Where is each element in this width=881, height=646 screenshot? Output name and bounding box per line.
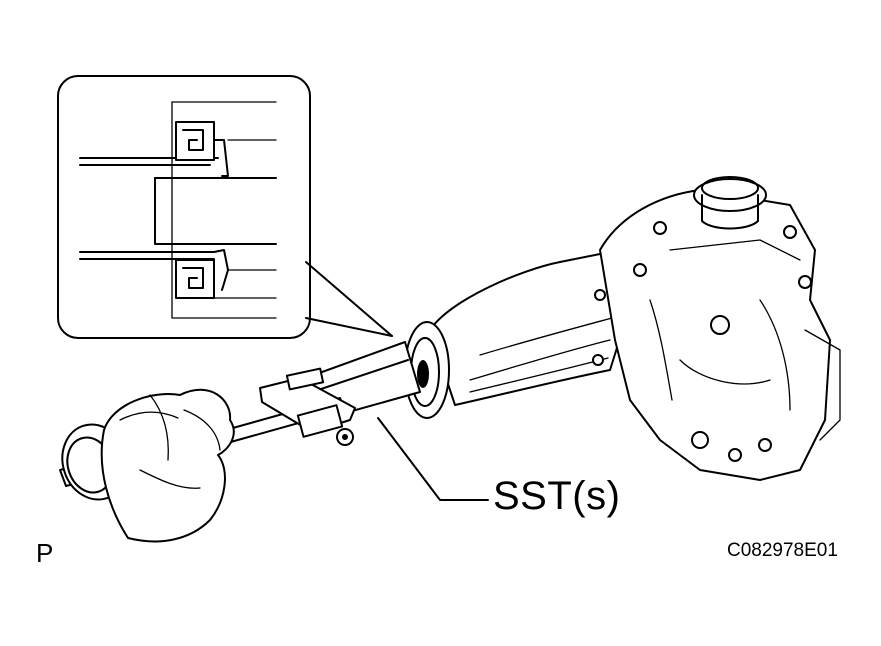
detail-inset [57, 75, 393, 339]
view-letter: P [36, 538, 54, 568]
sst-leader-line [377, 417, 489, 501]
figure-code: C082978E01 [727, 540, 838, 561]
axle-housing [404, 176, 841, 481]
sst-callout-label: SST(s) [493, 474, 621, 518]
hand [100, 388, 235, 543]
